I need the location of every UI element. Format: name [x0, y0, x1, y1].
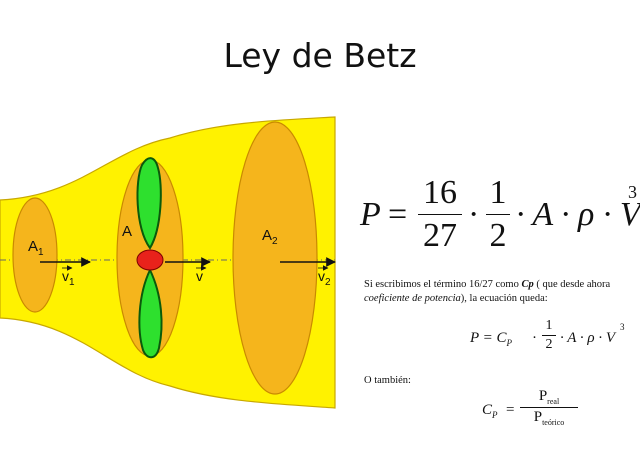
eq-exp: 3: [628, 182, 637, 202]
frac-bar: [486, 214, 510, 215]
label-v1: v1: [62, 268, 75, 288]
blade-top: [136, 157, 162, 250]
disk-a2: [232, 121, 318, 395]
eq2-lhs: P = CP: [470, 330, 513, 348]
eq-tail: · A · ρ · V: [516, 196, 640, 233]
eq2-exp: 3: [620, 322, 625, 332]
eq3-equals: =: [506, 402, 515, 418]
frac-bar: [520, 407, 578, 408]
frac-bar: [542, 335, 556, 336]
text2-italic: coeficiente de potencia: [364, 293, 461, 304]
frac-bar: [418, 214, 462, 215]
eq-dot: ·: [468, 196, 480, 233]
text1-a: Si escribimos el término 16/27 como: [364, 279, 522, 290]
rotor-hub: [136, 249, 164, 271]
label-a: A: [122, 223, 132, 240]
eq2-dot: ·: [532, 330, 537, 346]
frac-2: 2: [489, 217, 507, 254]
frac-16-27: 16 27: [418, 174, 462, 255]
label-a1: A1: [28, 238, 44, 258]
blade-bottom: [138, 267, 163, 359]
text2-b: ), la ecuación queda:: [460, 293, 548, 304]
also-text: O también:: [364, 375, 411, 386]
eq2-frac: 1 2: [542, 318, 556, 353]
eq2-num: 1: [545, 318, 553, 333]
eq2-den: 2: [545, 337, 553, 352]
eq3-den: Pteórico: [533, 409, 565, 427]
power-coefficient-equation: P = CP · 1 2 · A · ρ · V 3: [470, 318, 630, 362]
frac-16: 16: [423, 174, 457, 211]
eq3-frac: Preal Pteórico: [520, 388, 578, 427]
label-v: v: [196, 268, 203, 284]
cp-ratio-equation: CP = Preal Pteórico: [482, 388, 582, 434]
betz-equation: P = 16 27 · 1 2 · A · ρ · V 3: [360, 174, 640, 256]
slide-title: Ley de Betz: [223, 36, 417, 75]
eq-lhs: P: [360, 196, 381, 233]
explanation-text: Si escribimos el término 16/27 como Cp (…: [364, 278, 634, 306]
eq-equals: =: [388, 196, 408, 233]
frac-27: 27: [423, 217, 457, 254]
frac-1-2: 1 2: [486, 174, 510, 255]
text1-b: ( que desde ahora: [533, 279, 611, 290]
eq3-num: Preal: [538, 388, 560, 406]
text1-cp: Cp: [521, 279, 534, 290]
disk-a1: [12, 197, 58, 313]
eq3-lhs: CP: [482, 402, 498, 420]
frac-1: 1: [489, 174, 507, 211]
label-a2: A2: [262, 227, 278, 247]
label-v2: v2: [318, 268, 331, 288]
eq2-tail: · A · ρ · V: [560, 330, 615, 346]
